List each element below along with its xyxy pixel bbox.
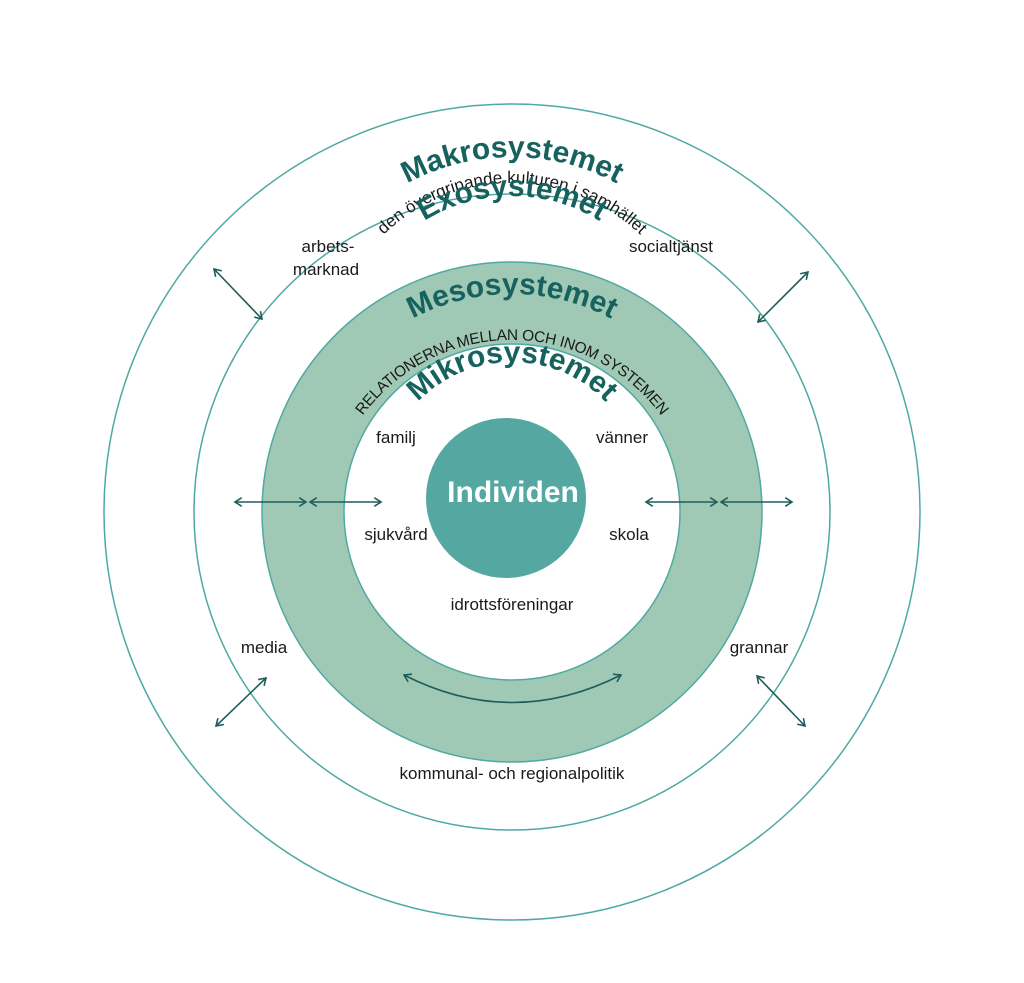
skola-label: skola xyxy=(609,525,649,544)
arrow-upper-left xyxy=(213,268,263,320)
vanner-label: vänner xyxy=(596,428,648,447)
media-label: media xyxy=(241,638,288,657)
sjukvard-label: sjukvård xyxy=(364,525,427,544)
socialtjanst-label: socialtjänst xyxy=(629,237,713,256)
exo-ring xyxy=(193,193,831,831)
arrow-upper-left-head-start xyxy=(212,267,222,277)
arrow-right-outer-head-start xyxy=(719,497,729,507)
idrott-label: idrottsföreningar xyxy=(451,595,574,614)
arrow-right-inner-head-end xyxy=(709,497,719,507)
arrow-lower-left-head-end xyxy=(214,718,224,728)
arrow-left-inner-head-start xyxy=(308,497,318,507)
familj-label: familj xyxy=(376,428,416,447)
arrow-upper-right-head-start xyxy=(800,270,810,280)
arrow-left-outer-head-end xyxy=(298,497,308,507)
arrow-lower-right-head-start xyxy=(755,674,765,684)
arrow-upper-right-head-end xyxy=(756,314,766,324)
exo-title: Exosystemet xyxy=(412,170,613,227)
arrow-right-inner-head-start xyxy=(644,497,654,507)
arrows-group xyxy=(212,267,810,728)
arrow-lower-left-head-start xyxy=(258,676,268,686)
arbetsmarknad-label-1: arbets- xyxy=(302,237,355,256)
makro-ring xyxy=(103,103,921,921)
grannar-label: grannar xyxy=(730,638,789,657)
arrow-upper-left-head-end xyxy=(254,311,264,321)
arbetsmarknad-label-2: marknad xyxy=(293,260,359,279)
arrow-bottom-arc-head-end xyxy=(612,673,623,683)
arrow-left-inner-head-end xyxy=(373,497,383,507)
arrow-bottom-arc-head-start xyxy=(402,673,413,683)
arrow-upper-right xyxy=(757,271,809,323)
arrow-lower-right xyxy=(756,675,806,727)
arrow-right-outer-head-end xyxy=(784,497,794,507)
kommunal-label: kommunal- och regionalpolitik xyxy=(400,764,625,783)
individ-circle xyxy=(426,418,586,578)
arrow-lower-left xyxy=(215,677,267,727)
individ-label: Individen xyxy=(447,476,579,509)
arrow-lower-right-head-end xyxy=(797,718,807,728)
arrow-bottom-arc xyxy=(403,674,622,704)
arrow-left-outer-head-start xyxy=(233,497,243,507)
